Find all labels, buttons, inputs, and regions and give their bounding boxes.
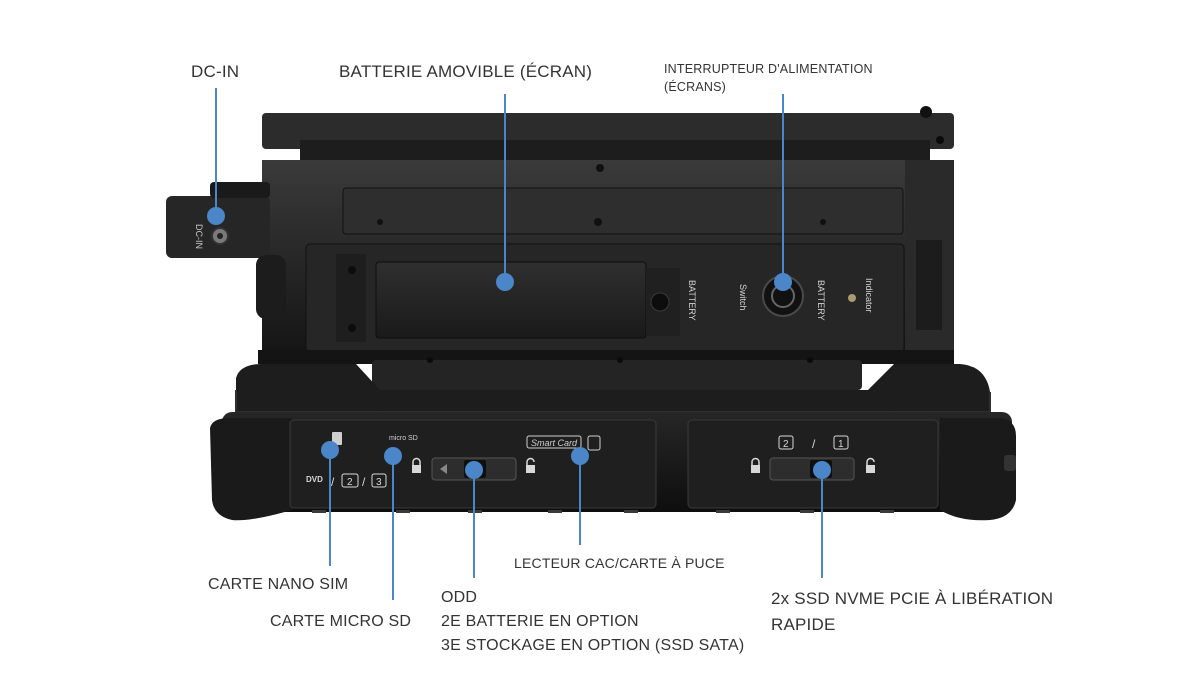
callout-dot-battery	[496, 273, 514, 291]
indicator-print: Indicator	[864, 278, 874, 313]
removable-battery[interactable]	[375, 261, 647, 339]
callout-dot-dc-in	[207, 207, 225, 225]
screen-unit: DC-IN BATTERY Switch BATTERY Indicator	[166, 106, 954, 353]
slot-2-print: 2	[347, 477, 353, 488]
callout-odd-line1: ODD	[441, 589, 478, 606]
indicator-led	[848, 294, 856, 302]
callout-odd: ODD 2E BATTERIE EN OPTION 3E STOCKAGE EN…	[441, 586, 744, 658]
dvd-print: DVD	[306, 475, 323, 484]
nano-sim-icon	[332, 432, 342, 445]
callout-dc-in: DC-IN	[191, 62, 240, 81]
callout-dot-micro-sd	[384, 447, 402, 465]
micro-sd-print: micro SD	[389, 435, 418, 442]
ssd-lock-icon	[751, 457, 760, 473]
callout-power-switch: INTERRUPTEUR D'ALIMENTATION (ÉCRANS)	[664, 60, 873, 96]
unlock-icon	[526, 457, 535, 473]
dock-hinge	[235, 350, 991, 413]
ssd-slash-print: /	[812, 437, 816, 451]
dc-in-print: DC-IN	[194, 224, 204, 249]
battery-release-button[interactable]	[650, 292, 670, 312]
left-bumper	[210, 418, 292, 521]
dc-in-bracket: DC-IN	[166, 182, 270, 258]
slot-3-print: 3	[376, 477, 382, 488]
ssd-1-print: 1	[838, 439, 844, 450]
callout-cac-reader: LECTEUR CAC/CARTE À PUCE	[514, 555, 725, 571]
callout-lines	[207, 88, 831, 600]
callout-dot-odd	[465, 461, 483, 479]
callout-power-switch-line2: (ÉCRANS)	[664, 80, 727, 94]
callout-micro-sd: CARTE MICRO SD	[270, 613, 412, 630]
callout-odd-line3: 3E STOCKAGE EN OPTION (SSD SATA)	[441, 637, 745, 654]
switch-print: Switch	[738, 284, 748, 311]
smart-card-print: Smart Card	[531, 438, 578, 448]
lock-icon	[412, 457, 421, 473]
callout-odd-line2: 2E BATTERIE EN OPTION	[441, 613, 639, 630]
callout-ssd: 2x SSD NVME PCIE À LIBÉRATION RAPIDE	[771, 586, 1053, 638]
callout-nano-sim: CARTE NANO SIM	[208, 576, 349, 593]
callout-dot-power-switch	[774, 273, 792, 291]
callout-dot-nano-sim	[321, 441, 339, 459]
ssd-unlock-icon	[866, 457, 875, 473]
callout-dot-cac	[571, 447, 589, 465]
right-bumper	[940, 418, 1016, 521]
slash-print-2: /	[362, 475, 366, 489]
ssd-2-print: 2	[783, 439, 789, 450]
battery-print-right: BATTERY	[816, 280, 826, 321]
battery-print-left: BATTERY	[687, 280, 697, 321]
callout-dot-ssd	[813, 461, 831, 479]
callout-power-switch-line1: INTERRUPTEUR D'ALIMENTATION	[664, 62, 873, 76]
callout-ssd-line1: 2x SSD NVME PCIE À LIBÉRATION	[771, 589, 1054, 608]
sim-chip-icon	[587, 435, 601, 451]
callout-battery-removable: BATTERIE AMOVIBLE (ÉCRAN)	[339, 62, 593, 81]
callout-ssd-line2: RAPIDE	[771, 615, 836, 634]
slash-print-1: /	[331, 475, 335, 489]
